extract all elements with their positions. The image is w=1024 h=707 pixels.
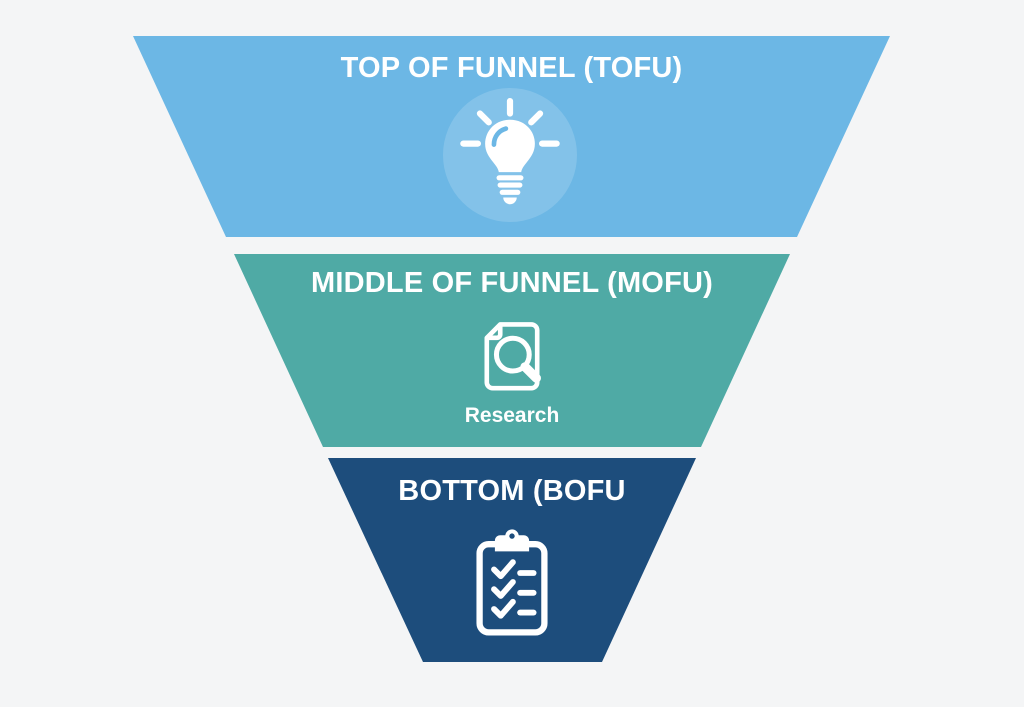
tier-bottom-of-funnel: BOTTOM (BOFU bbox=[328, 458, 696, 662]
document-search-icon bbox=[484, 322, 541, 391]
tier-middle-of-funnel: MIDDLE OF FUNNEL (MOFU) Research bbox=[234, 254, 790, 447]
tier-title-mofu: MIDDLE OF FUNNEL (MOFU) bbox=[311, 267, 713, 299]
checklist-clipboard-icon bbox=[476, 529, 548, 636]
lightbulb-icon bbox=[460, 98, 560, 205]
lightbulb-glow-circle bbox=[443, 88, 577, 222]
research-caption: Research bbox=[464, 404, 560, 427]
tier-top-of-funnel: TOP OF FUNNEL (TOFU) bbox=[133, 36, 890, 237]
tier-title-tofu: TOP OF FUNNEL (TOFU) bbox=[340, 52, 683, 84]
tier-title-bofu: BOTTOM (BOFU bbox=[398, 475, 626, 507]
